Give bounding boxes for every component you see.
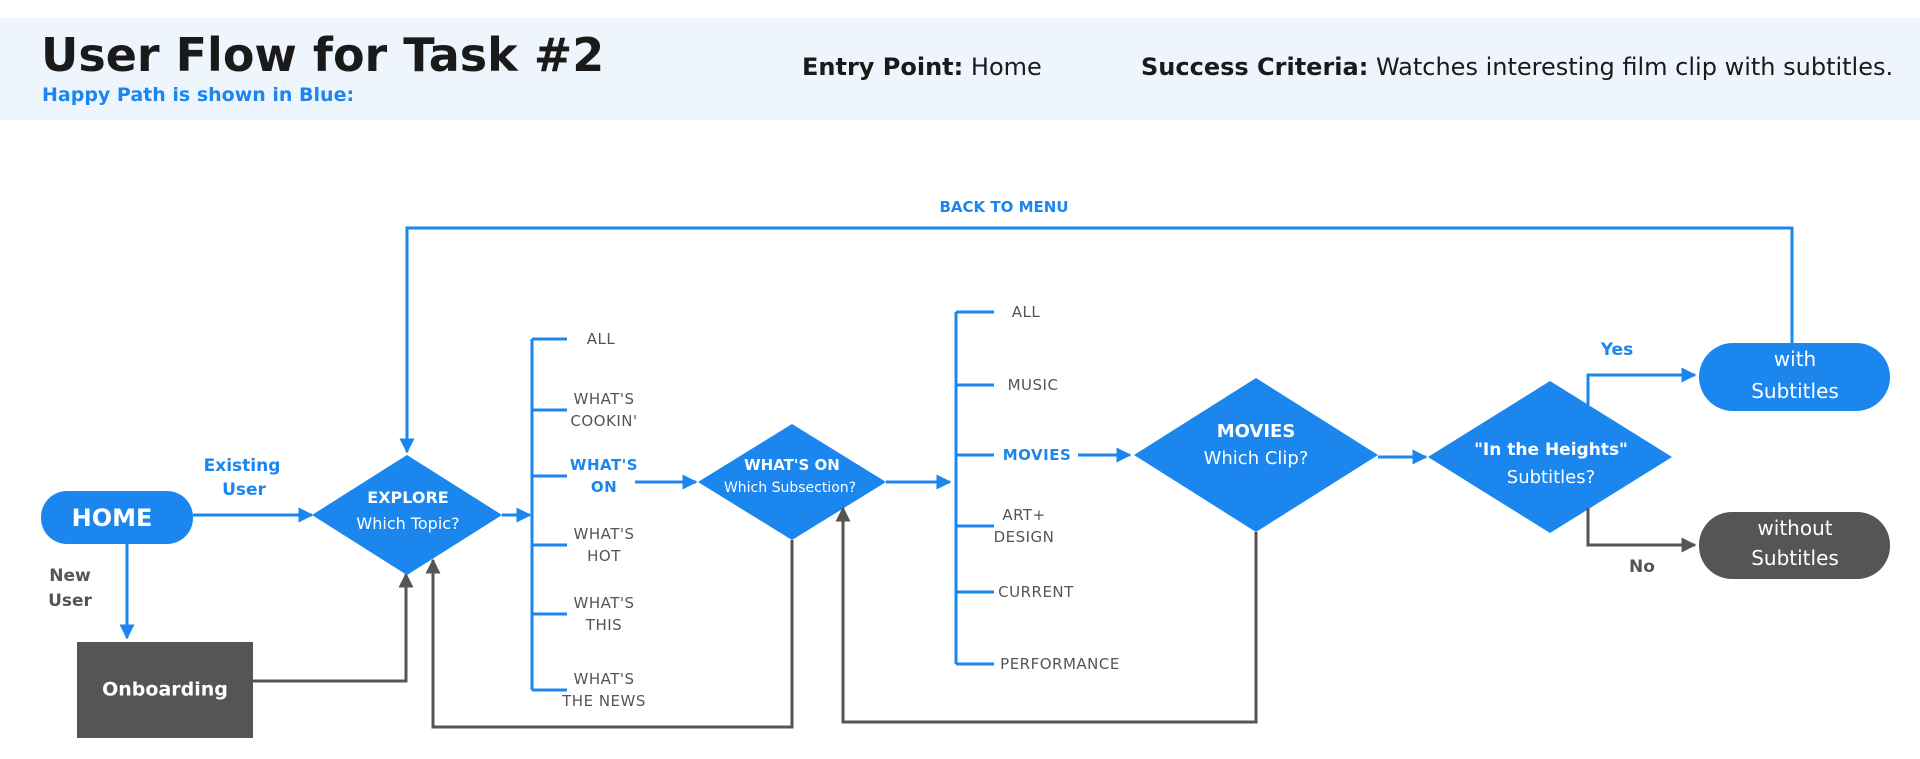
back-to-menu-label: BACK TO MENU bbox=[939, 198, 1068, 216]
entry-point: Entry Point: Home bbox=[802, 53, 1042, 81]
movies-title: MOVIES bbox=[1217, 421, 1296, 442]
no-label: No bbox=[1629, 557, 1655, 577]
home-node[interactable] bbox=[41, 491, 193, 544]
subsection-item-label: MUSIC bbox=[1008, 376, 1059, 394]
subsection-ticks bbox=[956, 310, 994, 666]
with-subtitles-node[interactable] bbox=[1699, 343, 1890, 411]
subsection-item-label: CURRENT bbox=[998, 583, 1074, 601]
with-subtitles-label-1: with bbox=[1774, 347, 1816, 371]
subsection-item-label: ART+ bbox=[1002, 506, 1045, 524]
page-title: User Flow for Task #2 bbox=[41, 28, 605, 82]
topic-ticks bbox=[532, 337, 567, 692]
explore-title: EXPLORE bbox=[367, 488, 448, 507]
header-banner bbox=[0, 18, 1920, 120]
subsection-item-label: ALL bbox=[1012, 303, 1041, 321]
new-user-label-1: New bbox=[49, 566, 91, 586]
heights-question: Subtitles? bbox=[1507, 467, 1595, 488]
whats-on-back-to-explore-arrow bbox=[425, 540, 794, 729]
movies-back-to-whats-on-arrow bbox=[835, 506, 1258, 724]
existing-user-label-1: Existing bbox=[204, 456, 281, 476]
back-to-menu-line bbox=[399, 226, 1794, 454]
onboarding-node[interactable] bbox=[77, 642, 253, 738]
page-subtitle: Happy Path is shown in Blue: bbox=[42, 84, 355, 106]
topic-item-label[interactable]: ON bbox=[591, 478, 617, 496]
success-criteria: Success Criteria: Watches interesting fi… bbox=[1141, 53, 1893, 81]
yes-branch-arrow bbox=[1586, 367, 1697, 405]
whats-on-title: WHAT'S ON bbox=[744, 456, 840, 474]
heights-title: "In the Heights" bbox=[1474, 440, 1628, 460]
onboarding-to-explore-arrow bbox=[253, 572, 414, 683]
success-criteria-label: Success Criteria: bbox=[1141, 53, 1369, 81]
explore-question: Which Topic? bbox=[356, 514, 459, 533]
topic-item-label: WHAT'S bbox=[573, 390, 634, 408]
without-subtitles-label-2: Subtitles bbox=[1751, 546, 1839, 570]
without-subtitles-label-1: without bbox=[1757, 516, 1832, 540]
home-label: HOME bbox=[72, 504, 153, 532]
subsection-labels: ALL MUSIC MOVIES ART+ DESIGN CURRENT PERFORMAN… bbox=[994, 303, 1120, 673]
topic-item-label: HOT bbox=[587, 547, 621, 565]
new-user-label-2: User bbox=[48, 591, 92, 611]
entry-point-label: Entry Point: bbox=[802, 53, 964, 81]
existing-user-label-2: User bbox=[222, 480, 266, 500]
no-branch-arrow bbox=[1586, 508, 1697, 553]
whats-on-question: Which Subsection? bbox=[724, 480, 856, 496]
yes-label: Yes bbox=[1600, 340, 1633, 360]
topic-item-label: ALL bbox=[587, 330, 616, 348]
topic-item-label: THE NEWS bbox=[561, 692, 646, 710]
movies-decision[interactable] bbox=[1134, 378, 1378, 532]
topic-item-label: WHAT'S bbox=[573, 670, 634, 688]
subsection-item-label: DESIGN bbox=[994, 528, 1055, 546]
explore-decision[interactable] bbox=[312, 455, 502, 575]
entry-point-value: Home bbox=[970, 53, 1042, 81]
topic-labels: ALL WHAT'S COOKIN' WHAT'S ON WHAT'S HOT WHAT'S T… bbox=[561, 330, 646, 710]
topic-item-label: THIS bbox=[585, 616, 622, 634]
onboarding-label: Onboarding bbox=[102, 679, 228, 701]
success-criteria-value: Watches interesting film clip with subti… bbox=[1375, 53, 1894, 81]
subsection-item-label: PERFORMANCE bbox=[1000, 655, 1120, 673]
topic-item-label: COOKIN' bbox=[570, 412, 637, 430]
topic-item-label[interactable]: WHAT'S bbox=[570, 456, 638, 474]
with-subtitles-label-2: Subtitles bbox=[1751, 379, 1839, 403]
without-subtitles-node[interactable] bbox=[1699, 512, 1890, 579]
subsection-item-label[interactable]: MOVIES bbox=[1003, 446, 1072, 464]
movies-question: Which Clip? bbox=[1204, 448, 1309, 469]
topic-item-label: WHAT'S bbox=[573, 594, 634, 612]
heights-decision[interactable] bbox=[1428, 381, 1672, 533]
topic-item-label: WHAT'S bbox=[573, 525, 634, 543]
